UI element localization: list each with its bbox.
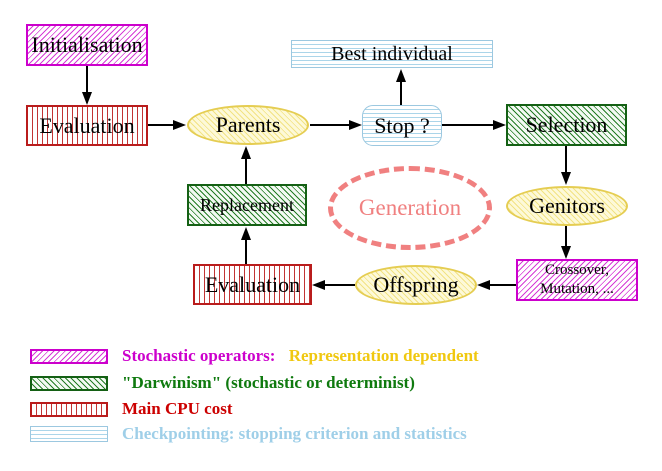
legend-text-stochastic-operators: Stochastic operators: Representation dep… — [122, 346, 479, 366]
arrowhead-crossover-to-offspring — [477, 280, 490, 290]
legend-label-checkpointing: Checkpointing: stopping criterion and st… — [122, 424, 467, 443]
legend-swatch-magenta-hatch — [30, 348, 108, 364]
node-evaluation-top-label: Evaluation — [39, 112, 135, 138]
node-replacement: Replacement — [187, 184, 307, 226]
legend-label-main-cpu-cost: Main CPU cost — [122, 399, 233, 418]
node-parents: Parents — [187, 105, 309, 145]
arrow-evaluation-to-parents — [148, 124, 174, 126]
node-offspring-label: Offspring — [373, 272, 459, 297]
arrowhead-stop-to-best-individual — [396, 69, 406, 82]
arrowhead-replacement-to-parents — [241, 146, 251, 159]
arrow-genitors-to-crossover — [565, 226, 567, 247]
legend-label-stochastic-operators: Stochastic operators: — [122, 346, 276, 365]
legend-swatch-red-stripes — [30, 401, 108, 417]
node-evaluation-top: Evaluation — [26, 105, 148, 146]
arrow-replacement-to-parents — [245, 158, 247, 184]
arrowhead-selection-to-genitors — [561, 172, 571, 185]
node-crossover-label: Crossover, — [545, 262, 609, 279]
legend-label-darwinism: "Darwinism" (stochastic or determinist) — [122, 373, 415, 392]
legend-row-checkpointing: Checkpointing: stopping criterion and st… — [30, 424, 467, 444]
legend-row-main-cpu-cost: Main CPU cost — [30, 399, 232, 419]
legend-row-darwinism: "Darwinism" (stochastic or determinist) — [30, 373, 415, 393]
legend-text-checkpointing: Checkpointing: stopping criterion and st… — [122, 424, 467, 444]
legend-text-main-cpu-cost: Main CPU cost — [122, 399, 232, 419]
node-selection-label: Selection — [525, 112, 608, 137]
arrowhead-genitors-to-crossover — [561, 246, 571, 259]
node-offspring: Offspring — [355, 265, 477, 305]
arrow-selection-to-genitors — [565, 146, 567, 173]
node-best-individual-label: Best individual — [331, 42, 453, 65]
arrow-evaluation-to-replacement — [245, 239, 247, 264]
legend-text-darwinism: "Darwinism" (stochastic or determinist) — [122, 373, 415, 393]
arrowhead-parents-to-stop — [349, 120, 362, 130]
legend-label-representation-dependent: Representation dependent — [288, 346, 479, 365]
node-stop: Stop ? — [362, 105, 442, 146]
node-genitors-label: Genitors — [529, 193, 605, 218]
node-stop-label: Stop ? — [374, 112, 430, 138]
node-evaluation-bottom: Evaluation — [193, 264, 312, 305]
arrowhead-offspring-to-evaluation — [312, 280, 325, 290]
arrowhead-stop-to-selection — [493, 120, 506, 130]
node-selection: Selection — [506, 104, 627, 146]
node-replacement-label: Replacement — [200, 194, 294, 215]
arrow-stop-to-selection — [442, 124, 494, 126]
arrow-stop-to-best-individual — [400, 81, 402, 105]
node-parents-label: Parents — [215, 112, 281, 137]
arrowhead-evaluation-to-parents — [173, 120, 186, 130]
node-initialisation: Initialisation — [26, 24, 148, 66]
node-initialisation-label: Initialisation — [31, 32, 143, 57]
generation-label: Generation — [358, 195, 462, 220]
arrowhead-init-to-evaluation — [82, 92, 92, 105]
node-best-individual: Best individual — [291, 40, 493, 68]
arrow-crossover-to-offspring — [490, 284, 516, 286]
generation-cycle-ellipse: Generation — [328, 166, 492, 250]
node-evaluation-bottom-label: Evaluation — [204, 271, 301, 297]
arrow-offspring-to-evaluation — [325, 284, 355, 286]
legend-swatch-green-hatch — [30, 375, 108, 391]
arrowhead-evaluation-to-replacement — [241, 227, 251, 240]
legend-row-stochastic-operators: Stochastic operators: Representation dep… — [30, 346, 479, 366]
node-crossover-mutation: Crossover, Mutation, ... — [516, 259, 638, 301]
node-genitors: Genitors — [506, 186, 628, 226]
arrow-parents-to-stop — [310, 124, 350, 126]
legend-swatch-cyan-stripes — [30, 426, 108, 442]
arrow-init-to-evaluation — [86, 66, 88, 93]
node-mutation-label: Mutation, ... — [540, 281, 614, 297]
